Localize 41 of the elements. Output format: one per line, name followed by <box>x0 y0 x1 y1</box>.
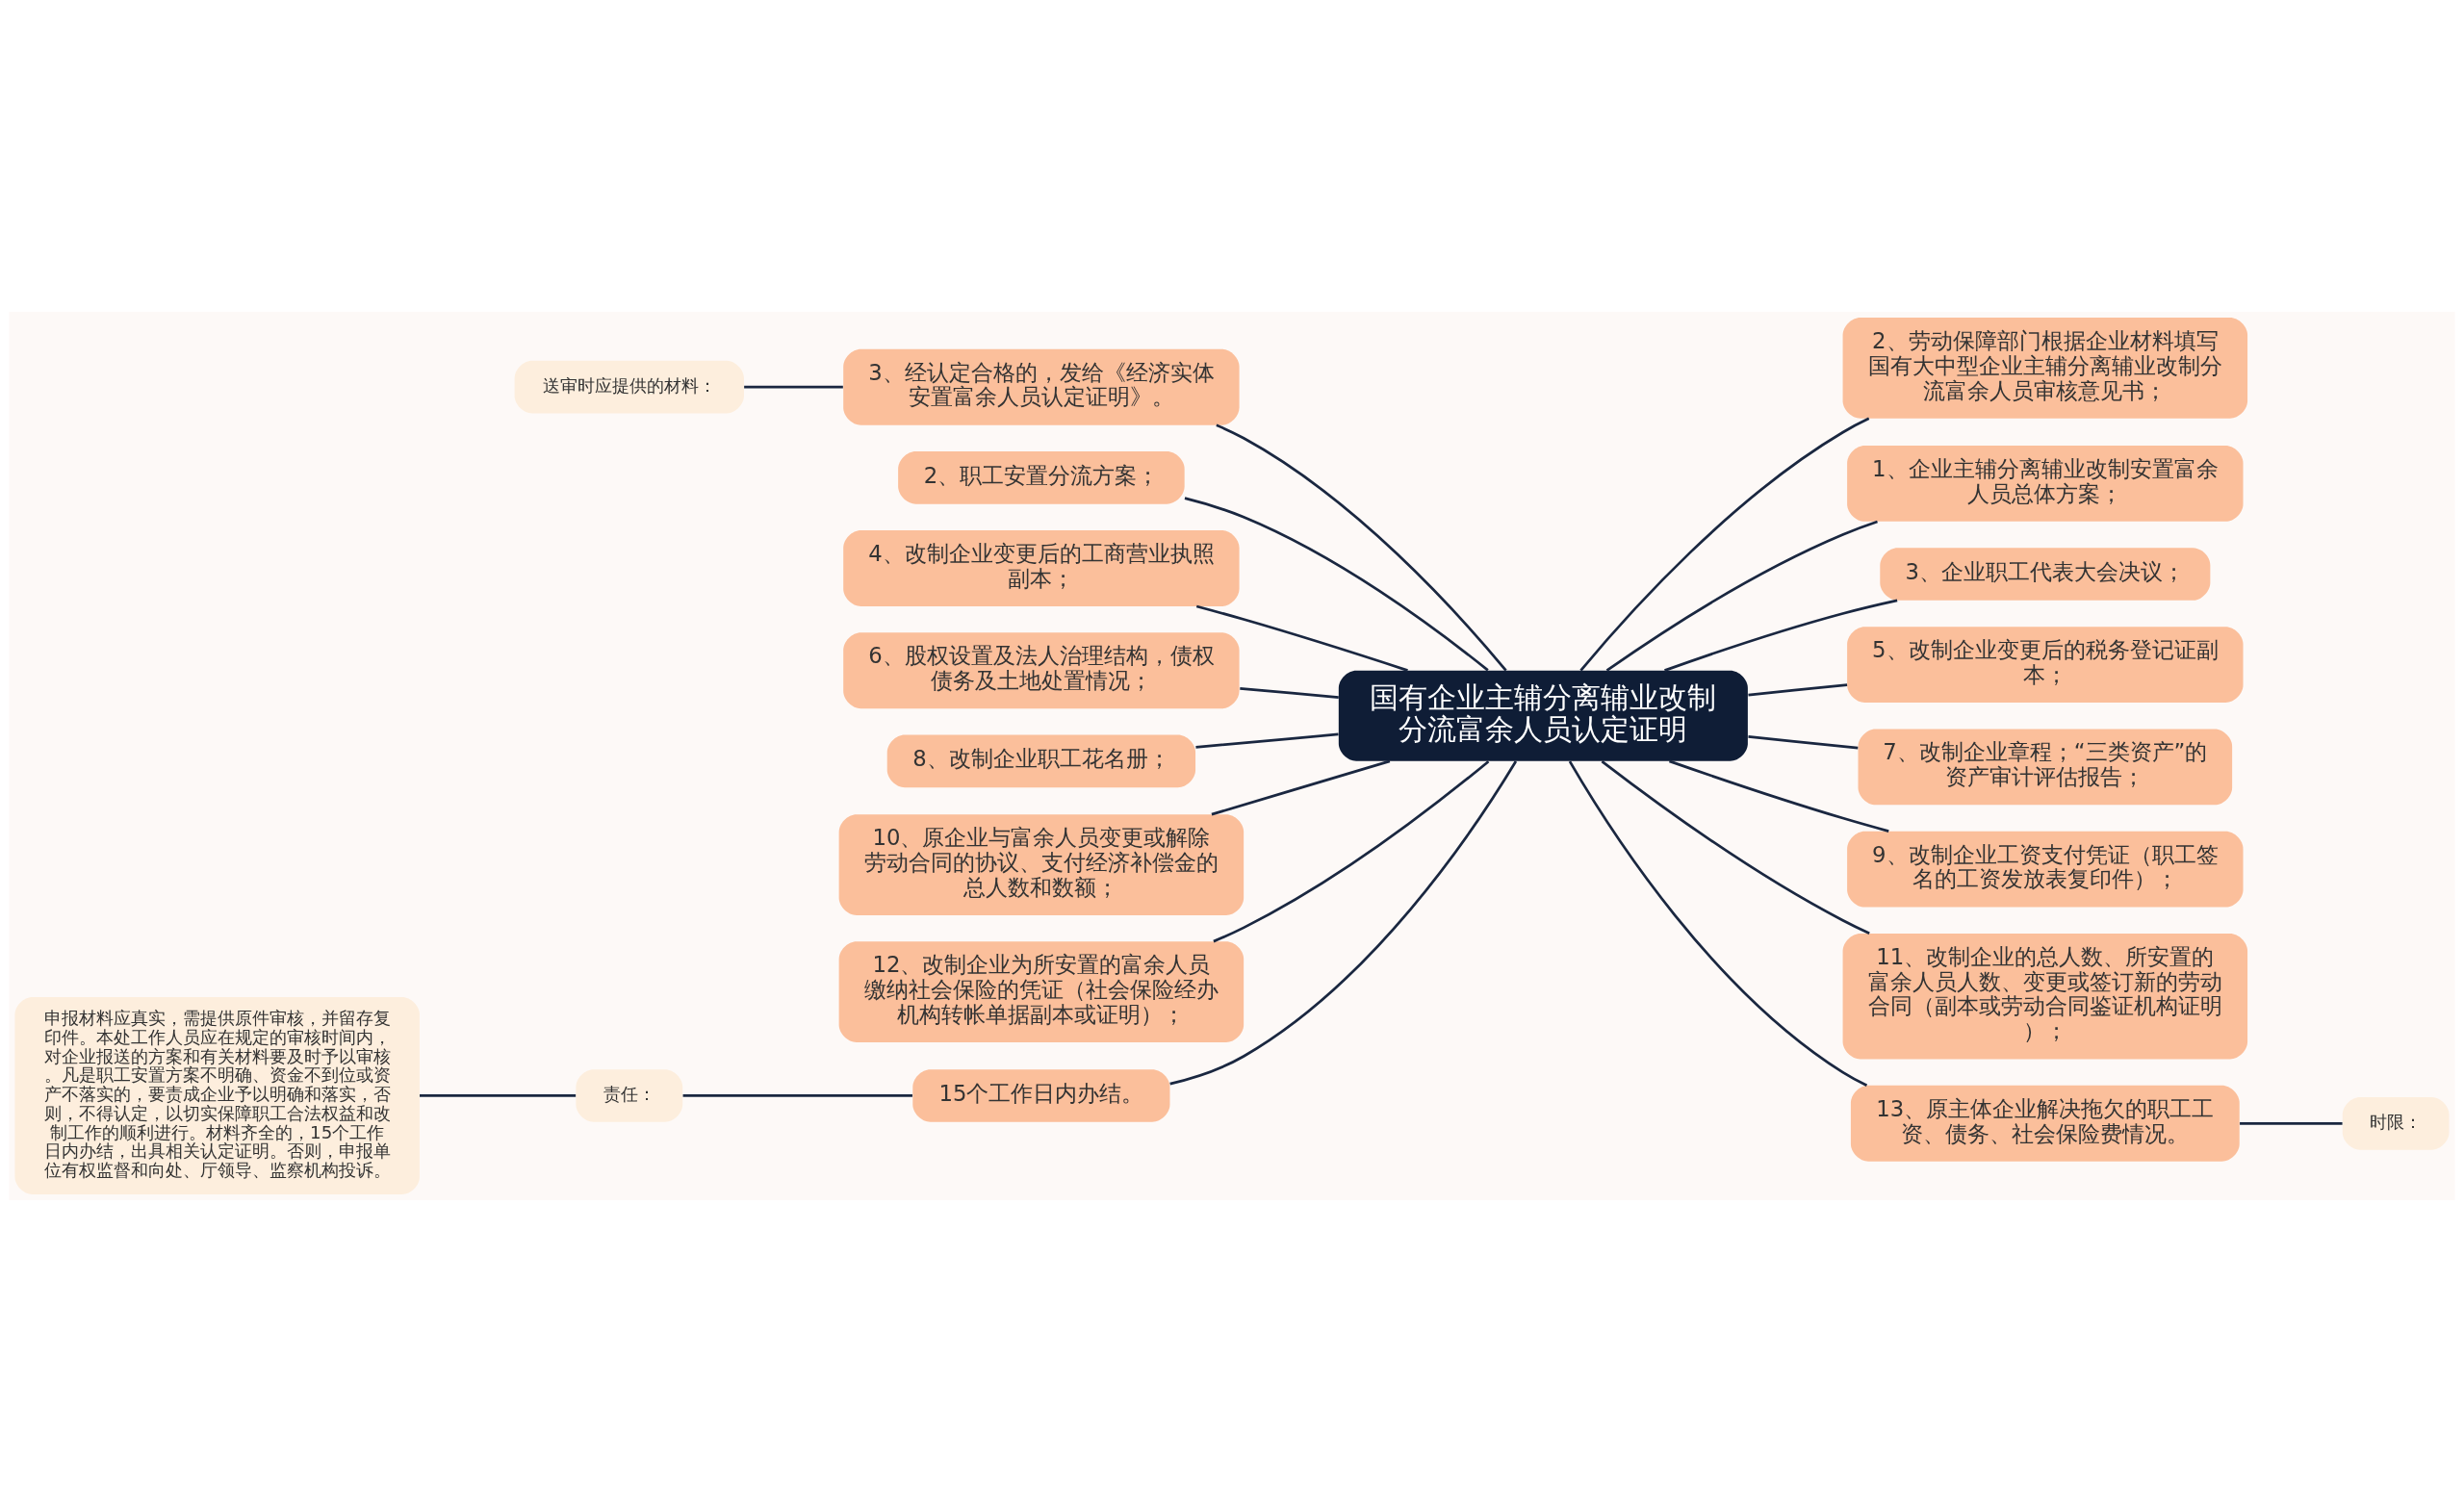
connector <box>1669 759 1889 833</box>
connector <box>744 385 843 389</box>
node-box: 10、原企业与富余人员变更或解除劳动合同的协议、支付经济补偿金的总人数和数额； <box>838 814 1245 915</box>
connector <box>1568 760 1868 1087</box>
node-box: 申报材料应真实，需提供原件审核，并留存复印件。本处工作人员应在规定的审核时间内，对企业报送的方案和有关材料要及时予以审核。凡是职工安置方案不明确、资金不到位或资产不落实的，要责成企业予以明确和落实，否则，不得认定，以切实保障职工合法权益和改制工作的顺利进行。材料齐全的，15个工作日内办结，出具相关认定证明。否则，申报单位有权监督和向处、厅领导、监察机构投诉。 <box>14 997 420 1194</box>
connector <box>1184 497 1489 672</box>
connector <box>1579 417 1870 672</box>
node-box: 4、改制企业变更后的工商营业执照副本； <box>843 529 1240 606</box>
connector <box>1240 686 1339 699</box>
node-box: 责任： <box>576 1069 683 1122</box>
node-box: 送审时应提供的材料： <box>514 360 744 414</box>
connector <box>1195 732 1339 749</box>
connector <box>420 1094 577 1097</box>
node-box: 6、股权设置及法人治理结构，债权债务及土地处置情况； <box>843 632 1240 709</box>
connector <box>1664 599 1898 672</box>
node-box: 3、企业职工代表大会决议； <box>1880 548 2211 601</box>
connector <box>1601 759 1870 935</box>
connector <box>1748 735 1859 750</box>
connector <box>1213 760 1490 943</box>
node-box: 2、职工安置分流方案； <box>898 451 1185 504</box>
connector <box>1605 520 1878 672</box>
connector <box>2240 1121 2343 1125</box>
node-box: 1、企业主辅分离辅业改制安置富余人员总体方案； <box>1847 445 2244 522</box>
node-box: 12、改制企业为所安置的富余人员缴纳社会保险的凭证（社会保险经办机构转帐单据副本或证明）； <box>838 941 1245 1043</box>
node-box: 2、劳动保障部门根据企业材料填写国有大中型企业主辅分离辅业改制分流富余人员审核意见书； <box>1842 318 2248 419</box>
connector <box>1195 604 1408 672</box>
node-box: 国有企业主辅分离辅业改制分流富余人员认定证明 <box>1338 670 1748 761</box>
connector <box>682 1094 912 1097</box>
connector <box>1169 760 1518 1086</box>
node-box: 3、经认定合格的，发给《经济实体安置富余人员认定证明》。 <box>843 348 1240 425</box>
node-box: 5、改制企业变更后的税务登记证副本； <box>1847 627 2244 704</box>
node-box: 9、改制企业工资支付凭证（职工签名的工资发放表复印件）； <box>1847 831 2244 908</box>
connector <box>1748 683 1848 697</box>
node-box: 13、原主体企业解决拖欠的职工工资、债务、社会保险费情况。 <box>1850 1085 2240 1162</box>
connector <box>1211 759 1391 816</box>
node-box: 7、改制企业章程；“三类资产”的资产审计评估报告； <box>1858 729 2233 806</box>
connector <box>1216 423 1507 672</box>
node-box: 15个工作日内办结。 <box>912 1069 1170 1122</box>
node-box: 11、改制企业的总人数、所安置的富余人员人数、变更或签订新的劳动合同（副本或劳动合同鉴证机构证明）； <box>1842 933 2248 1060</box>
node-box: 8、改制企业职工花名册； <box>886 734 1196 788</box>
node-box: 时限： <box>2342 1096 2450 1150</box>
